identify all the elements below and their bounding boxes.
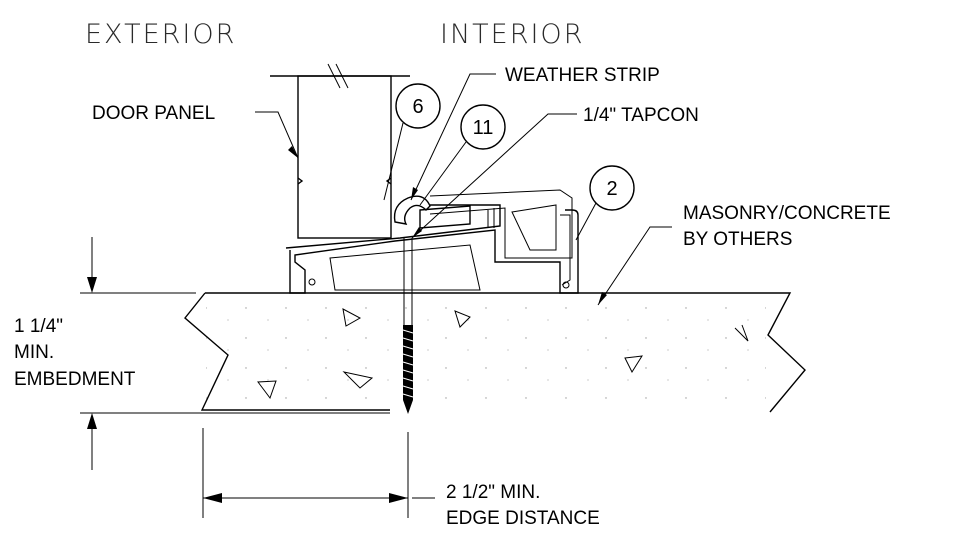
embedment-label-line3: EMBEDMENT xyxy=(14,369,136,390)
embedment-label-line1: 1 1/4" xyxy=(14,316,63,337)
callout-6: 6 xyxy=(383,83,441,201)
tapcon-screw xyxy=(402,238,414,414)
embedment-dimension xyxy=(80,237,390,470)
exterior-heading: EXTERIOR xyxy=(85,19,236,50)
door-panel-label: DOOR PANEL xyxy=(92,103,215,124)
callout-2-number: 2 xyxy=(606,178,617,200)
callout-2: 2 xyxy=(575,165,635,241)
weather-strip-label: WEATHER STRIP xyxy=(505,65,660,86)
callout-11-number: 11 xyxy=(473,117,494,139)
masonry-label-line2: BY OTHERS xyxy=(683,229,792,250)
threshold-extrusion xyxy=(285,189,579,294)
edge-distance-label-line1: 2 1/2" MIN. xyxy=(446,482,540,503)
callout-11: 11 xyxy=(419,104,506,206)
callout-6-number: 6 xyxy=(412,96,423,118)
interior-heading: INTERIOR xyxy=(440,19,584,50)
edge-distance-label-line2: EDGE DISTANCE xyxy=(446,508,600,529)
concrete-slab xyxy=(184,292,806,413)
leader-lines xyxy=(255,73,672,306)
embedment-label-line2: MIN. xyxy=(14,342,54,363)
masonry-label-line1: MASONRY/CONCRETE xyxy=(683,203,891,224)
tapcon-label: 1/4" TAPCON xyxy=(583,105,699,126)
edge-distance-dimension xyxy=(202,428,435,518)
